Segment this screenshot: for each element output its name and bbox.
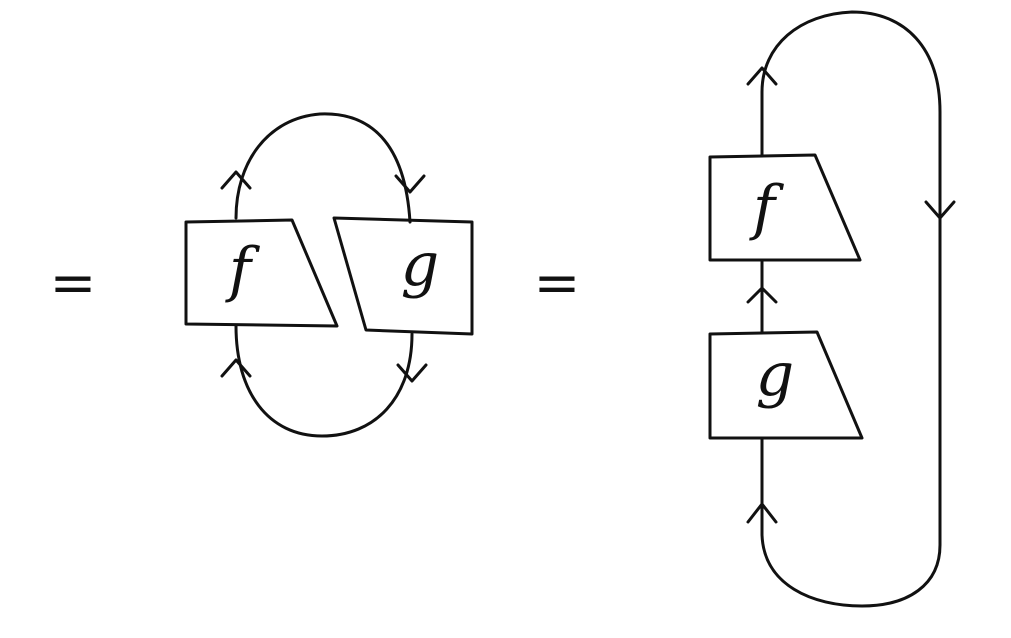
- right-box-g: [708, 330, 864, 440]
- left-box-f: [184, 218, 339, 328]
- left-box-g: [332, 216, 474, 336]
- right-arrow-up-bottom: [746, 502, 778, 524]
- equals-sign-2: =: [534, 251, 581, 316]
- right-arrow-down-right: [924, 200, 956, 220]
- right-arrow-up-middle: [746, 286, 778, 304]
- left-top-cap-wire: [234, 112, 412, 224]
- right-diagram: f g: [708, 10, 956, 608]
- left-arrow-down-top: [394, 174, 426, 194]
- right-trace-loop-wire: [760, 10, 942, 608]
- right-box-f-label: f: [749, 173, 785, 243]
- left-arrow-down-bottom: [396, 363, 428, 383]
- right-arrow-up-top: [746, 66, 778, 86]
- left-box-f-label: f: [225, 235, 261, 305]
- equals-sign-1: =: [50, 251, 97, 316]
- left-diagram: f g: [184, 112, 474, 438]
- left-box-g-label: g: [401, 230, 439, 300]
- right-box-g-label: g: [756, 340, 794, 410]
- right-box-f: [708, 153, 862, 262]
- left-arrow-up-bottom: [220, 358, 252, 378]
- left-arrow-up-top: [220, 170, 252, 190]
- left-bottom-cup-wire: [234, 324, 414, 438]
